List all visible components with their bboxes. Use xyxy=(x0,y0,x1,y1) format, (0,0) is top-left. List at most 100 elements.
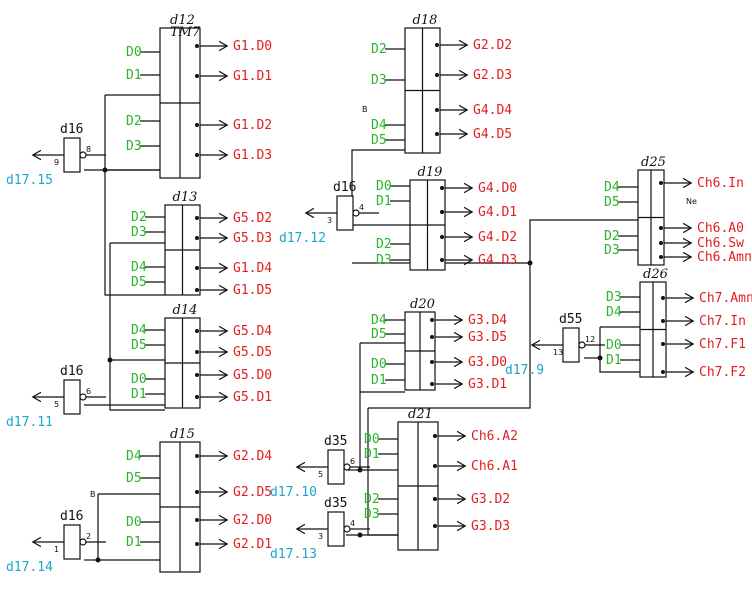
inverter-pin-in: 3 xyxy=(327,216,332,225)
inverter-ref-label: d17.10 xyxy=(270,485,317,500)
inverter-ref-label: d17.13 xyxy=(270,547,317,562)
inverter-pin-in: 9 xyxy=(54,158,59,167)
inverter-label: d55 xyxy=(559,312,582,327)
inverter-ref-label: d17.14 xyxy=(6,560,53,575)
input-label-d1: D1 xyxy=(371,373,387,388)
inverter-label: d35 xyxy=(324,434,347,449)
inverter-ref-label: d17.15 xyxy=(6,173,53,188)
input-label-d0: D0 xyxy=(606,338,622,353)
inverter-pin-in: 5 xyxy=(54,400,59,409)
pin-dot xyxy=(195,44,199,48)
pin-dot xyxy=(195,490,199,494)
input-label-d3: D3 xyxy=(606,290,622,305)
output-label-ch6-a0: Ch6.A0 xyxy=(697,221,744,236)
input-label-d1: D1 xyxy=(376,194,392,209)
pin-dot xyxy=(195,542,199,546)
pin-dot xyxy=(661,296,665,300)
output-label-g4-d1: G4.D1 xyxy=(478,205,517,220)
inverter-body xyxy=(327,511,345,547)
inverter-pin-out: 12 xyxy=(585,335,595,344)
pin-dot xyxy=(195,395,199,399)
inverter-label: d16 xyxy=(60,509,83,524)
input-label-d1: D1 xyxy=(131,387,147,402)
output-label-ch6-amп: Ch6.Amп xyxy=(697,250,752,265)
inverter-ref-label: d17.9 xyxy=(505,363,544,378)
input-label-d1: D1 xyxy=(364,447,380,462)
output-label-ch7-f1: Ch7.F1 xyxy=(699,337,746,352)
pin-dot xyxy=(440,186,444,190)
output-label-ch6-in: Ch6.In xyxy=(697,176,744,191)
inverter-label: d16 xyxy=(333,180,356,195)
input-label-d4: D4 xyxy=(126,449,142,464)
pin-dot xyxy=(433,464,437,468)
pin-dot xyxy=(195,373,199,377)
output-label-g1-d5: G1.D5 xyxy=(233,283,272,298)
output-label-g2-d1: G2.D1 xyxy=(233,537,272,552)
pin-dot xyxy=(195,123,199,127)
pin-dot xyxy=(195,518,199,522)
chip-label: d14 xyxy=(173,303,198,318)
pin-dot xyxy=(195,266,199,270)
chip-label: d19 xyxy=(418,165,443,180)
b-annotation-d15: B xyxy=(90,490,96,499)
pin-dot xyxy=(195,216,199,220)
inverter-label: d16 xyxy=(60,122,83,137)
output-label-ch7-in: Ch7.In xyxy=(699,314,746,329)
output-label-g3-d3: G3.D3 xyxy=(471,519,510,534)
inverter-label: d35 xyxy=(324,496,347,511)
pin-dot xyxy=(195,288,199,292)
pin-dot xyxy=(659,181,663,185)
inverter-pin-in: 5 xyxy=(318,470,323,479)
output-label-g5-d0: G5.D0 xyxy=(233,368,272,383)
pin-dot xyxy=(661,319,665,323)
input-label-d0: D0 xyxy=(126,45,142,60)
input-label-d5: D5 xyxy=(126,471,142,486)
inverter-body xyxy=(63,379,81,415)
output-label-g5-d5: G5.D5 xyxy=(233,345,272,360)
output-label-g1-d0: G1.D0 xyxy=(233,39,272,54)
chip-label: d21 xyxy=(408,407,433,422)
pin-dot xyxy=(430,335,434,339)
output-label-g2-d5: G2.D5 xyxy=(233,485,272,500)
pin-dot xyxy=(661,370,665,374)
inverter-pin-out: 6 xyxy=(86,387,91,396)
output-label-g3-d1: G3.D1 xyxy=(468,377,507,392)
input-label-d5: D5 xyxy=(371,327,387,342)
output-label-g4-d5: G4.D5 xyxy=(473,127,512,142)
inverter-body xyxy=(562,327,580,363)
chip-label: d25 xyxy=(641,155,666,170)
pin-dot xyxy=(440,235,444,239)
input-label-d1: D1 xyxy=(126,68,142,83)
output-label-g5-d3: G5.D3 xyxy=(233,231,272,246)
input-label-d2: D2 xyxy=(126,114,142,129)
pin-dot xyxy=(195,454,199,458)
chip-label: d15 xyxy=(170,427,195,442)
input-label-d0: D0 xyxy=(376,179,392,194)
inverter-label: d16 xyxy=(60,364,83,379)
inverter-pin-in: 13 xyxy=(553,348,563,357)
pin-dot xyxy=(433,434,437,438)
inverter-d55: d55 13 12 d17.9 xyxy=(505,312,605,378)
pin-dot xyxy=(659,241,663,245)
inverter-body xyxy=(336,195,354,231)
output-label-g2-d3: G2.D3 xyxy=(473,68,512,83)
output-label-g5-d4: G5.D4 xyxy=(233,324,272,339)
output-label-ch6-a1: Ch6.A1 xyxy=(471,459,518,474)
pin-dot xyxy=(433,497,437,501)
b-annotation-d18: B xyxy=(362,105,368,114)
inverter-pin-in: 3 xyxy=(318,532,323,541)
pin-dot xyxy=(195,153,199,157)
input-label-d1: D1 xyxy=(126,535,142,550)
pin-dot xyxy=(430,382,434,386)
